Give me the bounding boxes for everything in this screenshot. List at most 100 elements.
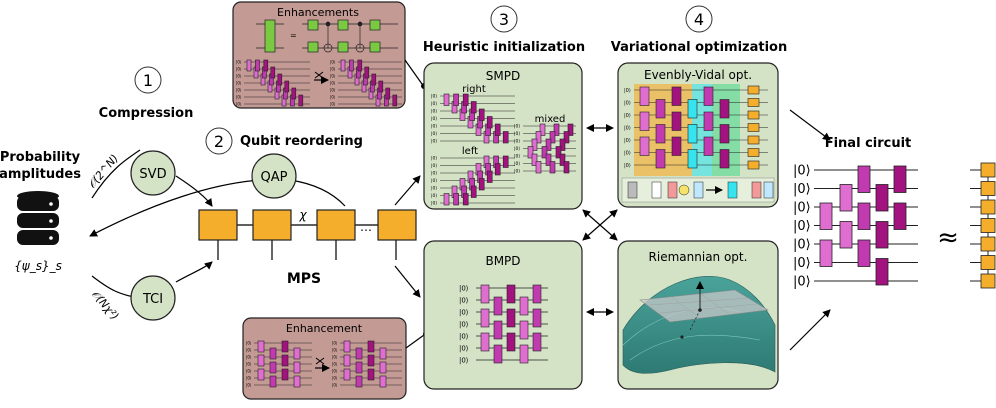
- mps-tensor: [316, 209, 356, 241]
- two-qubit-gate: [379, 375, 387, 388]
- step-3-label: Heuristic initialization: [423, 40, 585, 55]
- ket-zero: |0⟩: [459, 320, 469, 328]
- ket-zero: |0⟩: [236, 80, 242, 85]
- smpd-left-label: left: [462, 146, 478, 157]
- ket-zero: |0⟩: [236, 66, 242, 71]
- ket-zero: |0⟩: [624, 125, 631, 131]
- two-qubit-gate: [719, 99, 730, 119]
- ket-zero: |0⟩: [431, 178, 437, 184]
- ket-zero: |0⟩: [624, 88, 631, 94]
- two-qubit-gate: [443, 93, 450, 106]
- ket-zero: |0⟩: [332, 382, 338, 387]
- ket-zero: |0⟩: [431, 101, 437, 107]
- amplitudes-title-1: Probability: [0, 150, 81, 165]
- connector-enh-top: [404, 59, 423, 85]
- two-qubit-gate: [703, 136, 714, 156]
- qap-node: QAP: [251, 153, 297, 199]
- arrow-tci-to-mps: [175, 261, 213, 283]
- final-gate: [893, 165, 907, 193]
- smpd-title: SMPD: [486, 69, 520, 83]
- two-qubit-gate: [343, 354, 351, 367]
- mps-tensor: [198, 209, 238, 241]
- two-qubit-gate: [284, 80, 290, 93]
- two-qubit-gate: [343, 368, 351, 381]
- two-qubit-gate: [494, 123, 501, 136]
- two-qubit-gate: [535, 131, 542, 144]
- ket-zero: |0⟩: [330, 59, 336, 64]
- step-3-number: 3: [499, 10, 509, 29]
- ket-zero: |0⟩: [236, 87, 242, 92]
- ket-zero: |0⟩: [431, 171, 437, 177]
- two-qubit-gate: [655, 124, 666, 144]
- two-qubit-gate: [532, 332, 542, 352]
- two-qubit-gate: [506, 308, 516, 328]
- two-qubit-gate: [563, 131, 570, 144]
- amplitudes-title-2: amplitudes: [0, 167, 81, 182]
- two-qubit-gate: [349, 59, 354, 72]
- ket-zero: |0⟩: [332, 375, 338, 380]
- ev-rule-node: [678, 184, 690, 196]
- ev-update-rule: [621, 177, 775, 203]
- two-qubit-gate: [255, 59, 260, 72]
- ket-zero: |0⟩: [431, 193, 437, 199]
- ket-zero: |0⟩: [236, 94, 242, 99]
- two-qubit-gate: [506, 332, 516, 352]
- ev-title: Evenbly-Vidal opt.: [644, 68, 752, 82]
- enh-eq: =: [290, 31, 297, 40]
- two-qubit-gate: [270, 66, 276, 79]
- two-qubit-gate: [703, 86, 714, 106]
- two-qubit-gate: [549, 131, 556, 144]
- riem-title: Riemannian opt.: [649, 250, 748, 264]
- final-circuit: Final circuit |0⟩|0⟩|0⟩|0⟩|0⟩|0⟩|0⟩ ≈: [793, 136, 996, 290]
- ev-rule-tensor: [627, 181, 638, 199]
- ket-zero: |0⟩: [459, 308, 469, 316]
- final-mps-tensor: [980, 199, 996, 215]
- final-gate: [875, 221, 889, 249]
- mps-chain: χ … MPS: [198, 208, 417, 287]
- two-qubit-gate: [502, 131, 509, 144]
- final-kets: |0⟩|0⟩|0⟩|0⟩|0⟩|0⟩|0⟩: [793, 164, 811, 290]
- two-qubit-gate: [293, 347, 301, 360]
- two-qubit-gate: [703, 111, 714, 131]
- two-qubit-gate: [355, 347, 363, 360]
- two-qubit-gate: [257, 354, 265, 367]
- two-qubit-gate: [655, 149, 666, 169]
- ev-rule-tensor: [651, 181, 662, 199]
- two-qubit-gate: [493, 344, 503, 364]
- ev-box: Evenbly-Vidal opt. |0⟩|0⟩|0⟩|0⟩|0⟩|0⟩|0⟩: [617, 62, 779, 208]
- step-2-number: 2: [214, 132, 224, 151]
- ket-zero: |0⟩: [793, 201, 811, 216]
- ket-zero: |0⟩: [332, 347, 338, 352]
- tangent-plane: [639, 281, 769, 339]
- ket-zero: |0⟩: [624, 150, 631, 156]
- ket-zero: |0⟩: [246, 382, 252, 387]
- two-qubit-gate: [453, 193, 459, 206]
- two-qubit-gate: [553, 123, 560, 136]
- final-mps-tensor: [980, 218, 996, 233]
- two-qubit-gate: [549, 161, 556, 174]
- ket-zero: |0⟩: [332, 368, 338, 373]
- two-qubit-gate: [378, 80, 384, 93]
- ket-zero: |0⟩: [330, 87, 336, 92]
- svd-node: SVD: [130, 150, 176, 196]
- ket-zero: |0⟩: [514, 154, 520, 160]
- enhancement-title: Enhancement: [286, 322, 363, 335]
- two-qubit-gate: [567, 123, 574, 136]
- final-circuit-gates: [814, 165, 918, 286]
- smpd-left-circuit: |0⟩|0⟩|0⟩|0⟩|0⟩|0⟩|0⟩: [431, 156, 515, 207]
- tci-cost: 𝒪(Nχ²): [89, 288, 121, 323]
- two-qubit-gate: [747, 110, 760, 120]
- ket-zero: |0⟩: [459, 284, 469, 292]
- ev-rule-tensor: [727, 181, 738, 199]
- two-qubit-gate: [719, 124, 730, 144]
- two-qubit-gate: [298, 94, 304, 107]
- two-qubit-gate: [281, 354, 289, 367]
- two-qubit-gate: [480, 308, 490, 328]
- two-qubit-gate: [281, 368, 289, 381]
- two-qubit-gate: [462, 93, 469, 106]
- ket-zero: |0⟩: [431, 163, 437, 169]
- smpd-box: SMPD right left mixed |0⟩|0⟩|0⟩|0⟩|0⟩|0⟩…: [423, 62, 583, 210]
- ket-zero: |0⟩: [459, 356, 469, 364]
- two-qubit-gate: [379, 347, 387, 360]
- two-qubit-gate: [355, 375, 363, 388]
